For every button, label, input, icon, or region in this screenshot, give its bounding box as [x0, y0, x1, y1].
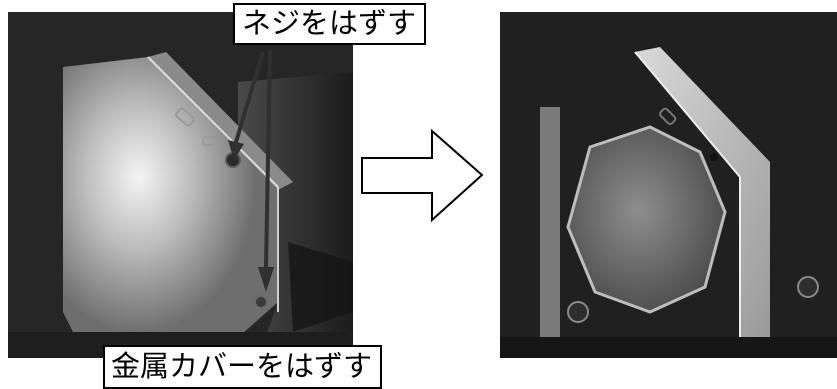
pointer-arrows — [228, 49, 274, 292]
before-photo — [8, 12, 353, 358]
after-photo — [500, 12, 837, 358]
remove-metal-cover-label: 金属カバーをはずす — [103, 345, 383, 389]
remove-screw-label: ネジをはずす — [233, 3, 427, 45]
before-photo-illustration — [8, 12, 353, 358]
arrow-right-icon — [361, 128, 484, 223]
lower-screw-mark — [254, 295, 268, 309]
after-photo-illustration — [500, 12, 837, 358]
